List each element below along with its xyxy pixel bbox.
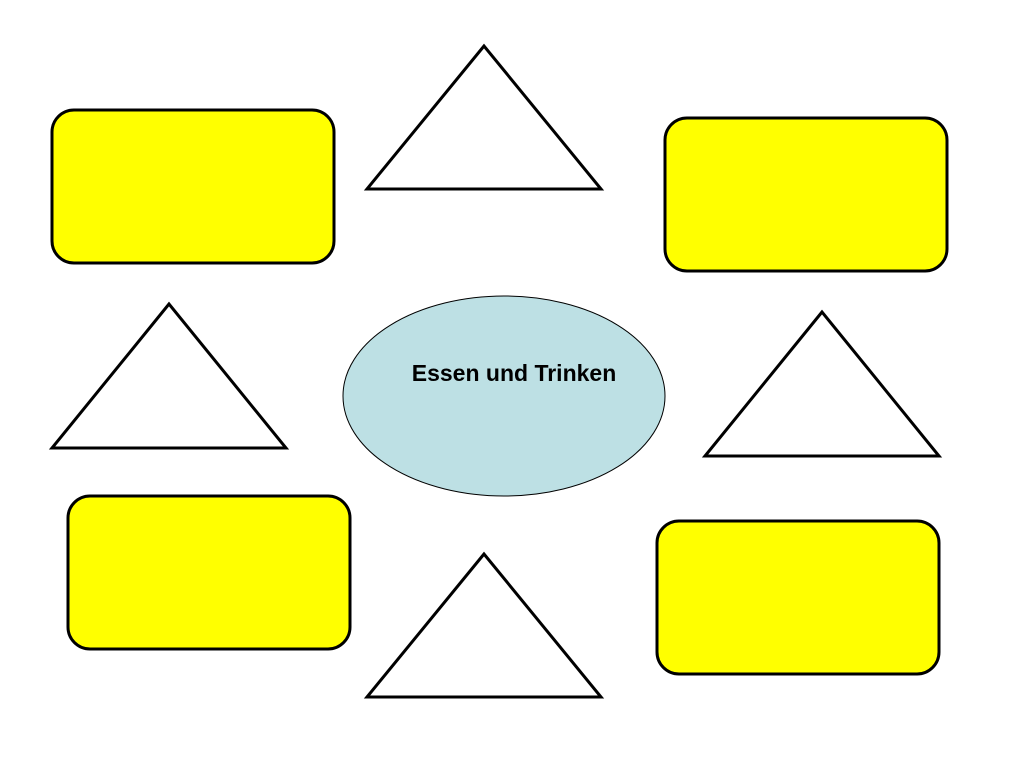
box-bottom-left[interactable] <box>66 494 352 651</box>
triangle-right[interactable] <box>701 309 943 458</box>
triangle-left[interactable] <box>48 301 290 450</box>
box-bottom-right[interactable] <box>655 519 941 676</box>
triangle-bottom[interactable] <box>363 551 605 699</box>
box-top-left[interactable] <box>50 108 336 265</box>
center-ellipse[interactable] <box>342 295 666 497</box>
triangle-top[interactable] <box>363 43 605 191</box>
box-top-right[interactable] <box>663 116 949 273</box>
center-topic-label: Essen und Trinken <box>411 360 617 386</box>
